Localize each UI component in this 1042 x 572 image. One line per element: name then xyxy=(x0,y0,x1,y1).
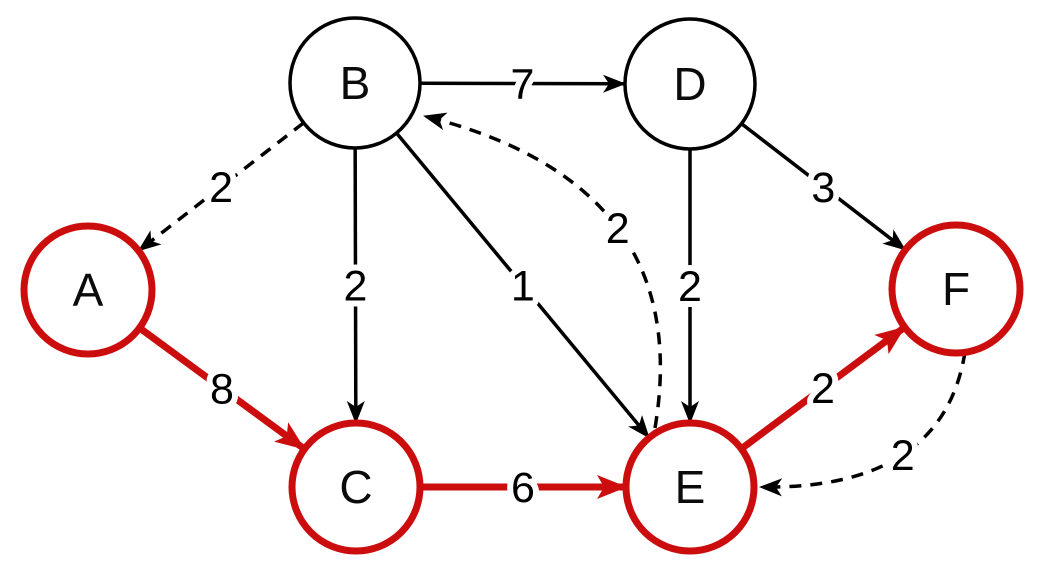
edge-F-E xyxy=(759,351,967,497)
node-A: A xyxy=(20,222,156,358)
edges-layer xyxy=(137,74,967,499)
node-circle-C xyxy=(288,419,424,555)
edge-E-B xyxy=(423,112,663,429)
node-label-C: C xyxy=(339,461,372,513)
edge-B-C xyxy=(346,147,365,424)
edge-D-F xyxy=(740,122,907,252)
edge-E-F xyxy=(739,324,907,452)
edge-weight-D-F: 3 xyxy=(811,164,835,212)
edge-weight-A-C: 8 xyxy=(210,366,234,414)
edge-weight-F-E: 2 xyxy=(891,432,915,480)
node-label-A: A xyxy=(73,264,104,316)
node-label-E: E xyxy=(675,461,706,513)
edge-weight-B-C: 2 xyxy=(344,263,368,311)
node-circle-B xyxy=(288,16,422,150)
edge-B-A xyxy=(137,121,305,253)
edge-weight-C-E: 6 xyxy=(511,464,535,512)
edge-weight-B-D: 7 xyxy=(511,61,535,109)
node-C: C xyxy=(288,419,424,555)
node-D: D xyxy=(623,17,757,151)
node-circle-E xyxy=(622,419,758,555)
node-label-D: D xyxy=(673,58,706,110)
nodes-layer: A B C D E F xyxy=(20,16,1024,555)
node-circle-A xyxy=(20,222,156,358)
node-label-F: F xyxy=(942,263,970,315)
node-F: F xyxy=(888,221,1024,357)
node-circle-D xyxy=(623,17,757,151)
node-label-B: B xyxy=(340,57,371,109)
edge-weight-B-E: 1 xyxy=(511,262,535,310)
edge-weight-B-A: 2 xyxy=(209,164,233,212)
node-circle-F xyxy=(888,221,1024,357)
edge-A-C xyxy=(137,325,307,452)
edge-weight-E-F: 2 xyxy=(811,365,835,413)
node-E: E xyxy=(622,419,758,555)
edge-weight-E-B: 2 xyxy=(606,205,630,253)
edge-weight-D-E: 2 xyxy=(678,263,702,311)
edge-B-D xyxy=(419,74,626,93)
edge-B-E xyxy=(395,131,651,439)
node-B: B xyxy=(288,16,422,150)
